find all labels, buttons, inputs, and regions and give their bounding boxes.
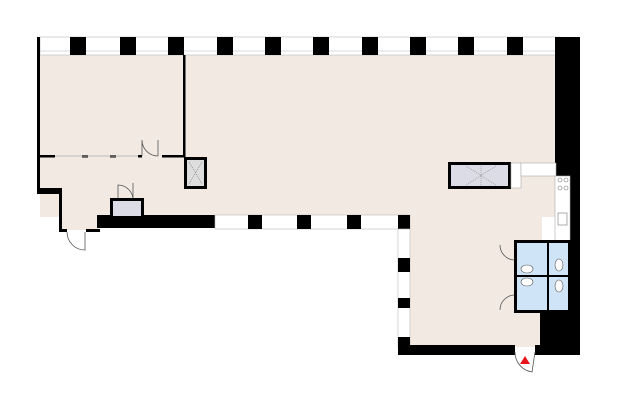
entrance-arrow-icon [520, 356, 530, 364]
bathrooms [514, 240, 571, 313]
toilet-icon [554, 258, 564, 293]
bottom-windows [214, 214, 411, 230]
shaft-icon [110, 157, 207, 218]
stove-icon [557, 177, 569, 191]
kitchen [448, 162, 571, 242]
window-piers [70, 37, 523, 55]
side-windows [397, 228, 434, 355]
sink-icon [520, 264, 534, 287]
sink-icon [557, 212, 568, 226]
top-windows [39, 36, 561, 56]
